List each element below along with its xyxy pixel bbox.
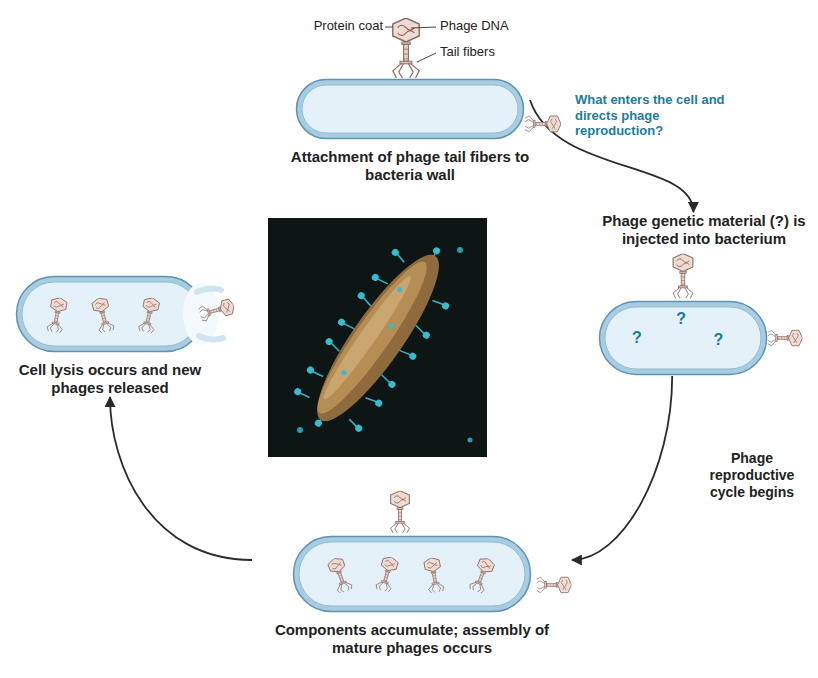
leader-line (385, 27, 393, 28)
stage-node: Phage genetic material (?) is injected i… (598, 212, 810, 376)
micrograph (268, 218, 487, 457)
stage-node: Components accumulate; assembly of matur… (252, 535, 572, 657)
bacterium-cell (295, 78, 525, 140)
cycle-arrow (572, 376, 672, 560)
stage-caption: Attachment of phage tail fibers to bacte… (290, 148, 530, 184)
cycle-arrow (110, 397, 252, 560)
question-mark: ? (714, 332, 724, 348)
leader-line (417, 53, 436, 62)
part-label: Protein coat (295, 18, 383, 34)
arrow-label: Phage reproductive cycle begins (692, 450, 812, 500)
part-label: Phage DNA (440, 18, 530, 34)
question-mark: ? (632, 330, 642, 346)
cell-box (15, 275, 205, 353)
bacterium-cell (292, 535, 532, 613)
cell-box: ??? (598, 300, 768, 376)
leader-line (411, 27, 436, 28)
stage-node: Cell lysis occurs and new phages release… (10, 275, 210, 397)
stage-caption: Cell lysis occurs and new phages release… (10, 361, 210, 397)
arrow-label: What enters the cell and directs phage r… (575, 92, 740, 139)
phage-icon (393, 18, 419, 78)
bacterium-cell (15, 275, 205, 353)
stage-node: Attachment of phage tail fibers to bacte… (290, 78, 530, 184)
stage-caption: Phage genetic material (?) is injected i… (598, 212, 810, 248)
stage-caption: Components accumulate; assembly of matur… (252, 621, 572, 657)
cell-box (295, 78, 525, 140)
part-label: Tail fibers (440, 44, 530, 60)
cell-box (292, 535, 532, 613)
question-mark: ? (676, 311, 686, 327)
